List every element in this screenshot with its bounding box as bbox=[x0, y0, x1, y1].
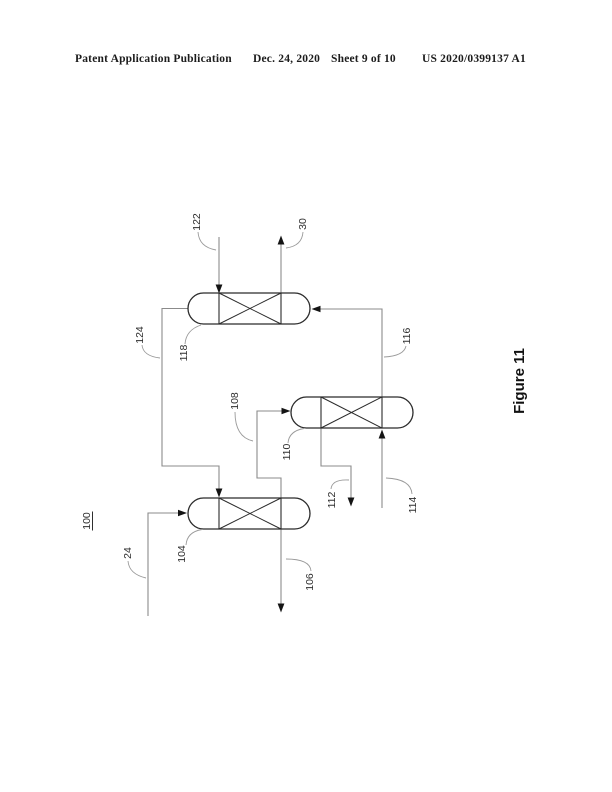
arrowhead-122-down bbox=[215, 284, 223, 294]
leader-24 bbox=[127, 560, 147, 579]
arrowhead-116-left bbox=[311, 305, 321, 313]
ref-label-106: 106 bbox=[304, 573, 316, 591]
ref-label-110: 110 bbox=[281, 443, 293, 460]
stream-112-line bbox=[320, 428, 352, 499]
header-date: Dec. 24, 2020 bbox=[253, 53, 321, 65]
leader-110 bbox=[287, 428, 305, 444]
ref-label-114: 114 bbox=[407, 496, 419, 513]
vessel-104 bbox=[187, 497, 311, 530]
leader-108 bbox=[234, 411, 254, 442]
system-ref-label: 100 bbox=[81, 511, 93, 531]
stream-124-line bbox=[161, 307, 220, 490]
arrowhead-30-up bbox=[277, 235, 285, 245]
figure-caption: Figure 11 bbox=[511, 348, 528, 414]
ref-label-100: 100 bbox=[81, 512, 93, 530]
ref-label-116: 116 bbox=[401, 327, 413, 344]
leader-104 bbox=[185, 529, 203, 546]
ref-label-104: 104 bbox=[176, 545, 188, 563]
ref-label-24: 24 bbox=[122, 547, 134, 559]
ref-label-108: 108 bbox=[229, 392, 241, 410]
ref-label-118: 118 bbox=[178, 344, 190, 361]
ref-label-124: 124 bbox=[134, 326, 146, 344]
ref-label-122: 122 bbox=[191, 213, 203, 231]
leader-114 bbox=[385, 477, 413, 495]
stream-lines bbox=[147, 237, 383, 616]
arrowhead-108-right bbox=[281, 407, 291, 415]
arrowhead-112-down bbox=[347, 497, 355, 507]
arrowhead-124-down bbox=[215, 488, 223, 498]
leader-116 bbox=[383, 345, 407, 358]
header-publication-number: US 2020/0399137 A1 bbox=[422, 53, 526, 65]
header-sheet-number: Sheet 9 of 10 bbox=[331, 53, 396, 65]
leader-112 bbox=[330, 479, 350, 490]
ref-label-112: 112 bbox=[326, 491, 338, 508]
leader-lines bbox=[127, 231, 413, 579]
leader-106 bbox=[285, 558, 312, 572]
stream-108-line bbox=[256, 410, 283, 498]
arrowhead-114-up bbox=[378, 429, 386, 439]
arrowhead-106-down bbox=[277, 603, 285, 613]
leader-124 bbox=[141, 344, 161, 359]
ref-label-30: 30 bbox=[297, 218, 309, 230]
leader-122 bbox=[197, 231, 217, 251]
stream-116-line bbox=[320, 308, 383, 397]
vessel-118 bbox=[187, 292, 311, 325]
leader-30 bbox=[285, 231, 304, 249]
leader-118 bbox=[184, 324, 202, 345]
vessel-110 bbox=[290, 396, 414, 429]
header-publication-type: Patent Application Publication bbox=[75, 53, 232, 65]
arrowheads bbox=[178, 235, 386, 613]
reference-labels: 122 30 124 118 116 108 110 112 114 24 10… bbox=[81, 213, 419, 591]
stream-24-line bbox=[147, 512, 180, 616]
arrowhead-24-right bbox=[178, 509, 187, 517]
